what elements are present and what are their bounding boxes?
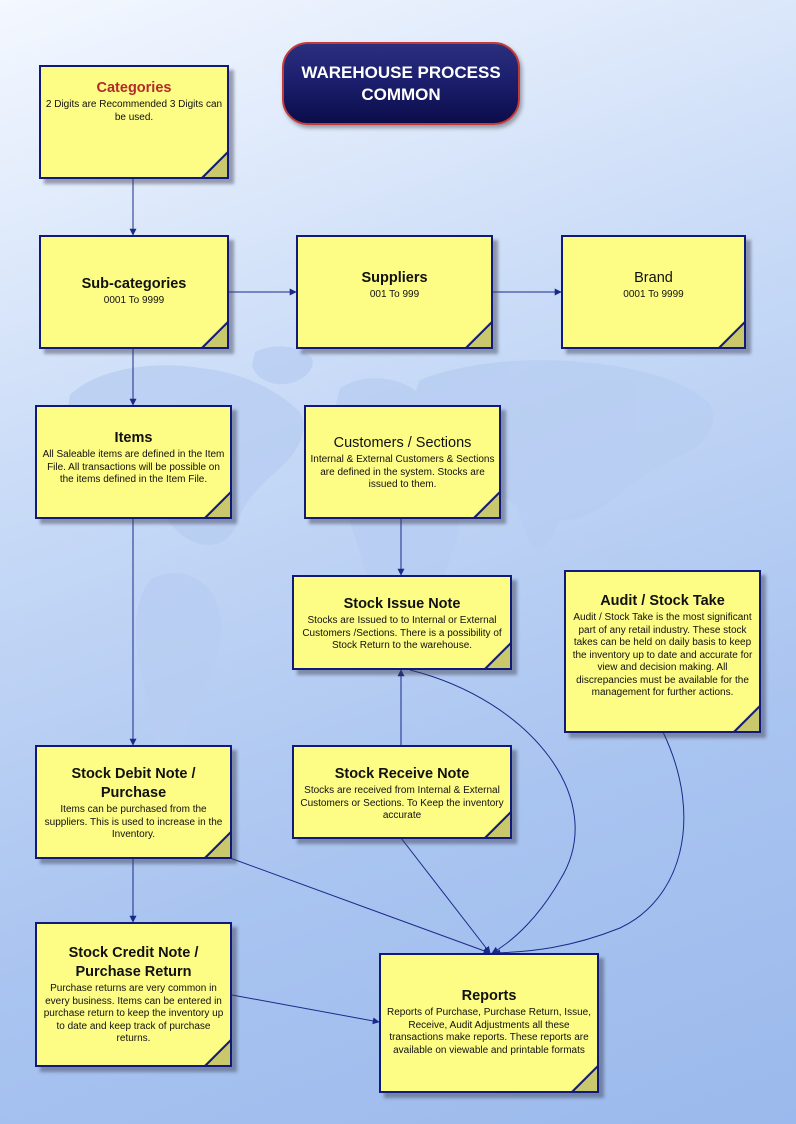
node-stock-debit-note-desc: Items can be purchased from the supplier… bbox=[44, 804, 223, 840]
node-subcategories-title: Sub-categories bbox=[81, 276, 187, 292]
node-subcategories-desc: 0001 To 9999 bbox=[103, 295, 165, 306]
page-curl-icon bbox=[733, 705, 759, 731]
node-categories: Categories 2 Digits are Recommended 3 Di… bbox=[39, 65, 229, 179]
node-audit-stock-take-desc: Audit / Stock Take is the most significa… bbox=[572, 612, 753, 698]
diagram-title: WAREHOUSE PROCESS COMMON bbox=[282, 42, 520, 125]
node-reports: Reports Reports of Purchase, Purchase Re… bbox=[379, 953, 599, 1093]
node-items-title: Items bbox=[114, 430, 153, 446]
page-curl-icon bbox=[201, 321, 227, 347]
node-audit-stock-take: Audit / Stock Take Audit / Stock Take is… bbox=[564, 570, 761, 733]
node-categories-title: Categories bbox=[96, 80, 172, 96]
node-stock-receive-note: Stock Receive Note Stocks are received f… bbox=[292, 745, 512, 839]
node-reports-title: Reports bbox=[461, 988, 517, 1004]
node-customers-sections-desc: Internal & External Customers & Sections… bbox=[310, 454, 495, 490]
node-brand-title: Brand bbox=[634, 270, 673, 286]
connector-audit-to-reports bbox=[493, 731, 685, 957]
page-curl-icon bbox=[204, 491, 230, 517]
page-curl-icon bbox=[718, 321, 744, 347]
diagram-title-line1: WAREHOUSE PROCESS bbox=[301, 62, 501, 82]
node-stock-credit-note-desc: Purchase returns are very common in ever… bbox=[43, 983, 224, 1044]
node-stock-credit-note-title: Stock Credit Note / Purchase Return bbox=[68, 945, 199, 980]
connector-stock-debit-to-reports bbox=[229, 857, 491, 955]
node-stock-receive-note-desc: Stocks are received from Internal & Exte… bbox=[300, 785, 504, 821]
node-subcategories: Sub-categories 0001 To 9999 bbox=[39, 235, 229, 349]
node-stock-receive-note-title: Stock Receive Note bbox=[334, 766, 470, 782]
node-customers-sections: Customers / Sections Internal & External… bbox=[304, 405, 501, 519]
node-stock-issue-note: Stock Issue Note Stocks are Issued to to… bbox=[292, 575, 512, 670]
node-items-desc: All Saleable items are defined in the It… bbox=[42, 449, 225, 485]
node-stock-issue-note-desc: Stocks are Issued to to Internal or Exte… bbox=[302, 615, 502, 651]
page-curl-icon bbox=[204, 831, 230, 857]
page-curl-icon bbox=[484, 811, 510, 837]
world-map-south-america bbox=[135, 573, 222, 773]
node-brand-desc: 0001 To 9999 bbox=[623, 289, 684, 300]
node-categories-desc: 2 Digits are Recommended 3 Digits can be… bbox=[45, 99, 223, 123]
node-stock-credit-note: Stock Credit Note / Purchase Return Purc… bbox=[35, 922, 232, 1067]
page-curl-icon bbox=[571, 1065, 597, 1091]
diagram-title-line2: COMMON bbox=[361, 84, 441, 104]
node-brand: Brand 0001 To 9999 bbox=[561, 235, 746, 349]
connector-stock-receive-to-reports bbox=[400, 837, 491, 954]
node-stock-issue-note-title: Stock Issue Note bbox=[343, 596, 461, 612]
page-curl-icon bbox=[465, 321, 491, 347]
node-audit-stock-take-title: Audit / Stock Take bbox=[600, 593, 725, 609]
node-items: Items All Saleable items are defined in … bbox=[35, 405, 232, 519]
connector-stock-credit-to-reports bbox=[231, 994, 380, 1025]
node-stock-debit-note: Stock Debit Note / Purchase Items can be… bbox=[35, 745, 232, 859]
node-suppliers: Suppliers 001 To 999 bbox=[296, 235, 493, 349]
world-map-india bbox=[516, 478, 562, 550]
node-reports-desc: Reports of Purchase, Purchase Return, Is… bbox=[387, 1007, 591, 1056]
connector-stock-issue-to-reports bbox=[409, 669, 576, 954]
page-curl-icon bbox=[473, 491, 499, 517]
node-suppliers-title: Suppliers bbox=[361, 270, 428, 286]
page-curl-icon bbox=[204, 1039, 230, 1065]
page-curl-icon bbox=[484, 642, 510, 668]
page-curl-icon bbox=[201, 151, 227, 177]
world-map-indonesia bbox=[599, 543, 661, 571]
node-stock-debit-note-title: Stock Debit Note / Purchase bbox=[71, 766, 196, 801]
node-suppliers-desc: 001 To 999 bbox=[369, 289, 420, 300]
world-map-greenland bbox=[252, 346, 313, 385]
node-customers-sections-title: Customers / Sections bbox=[333, 435, 472, 451]
